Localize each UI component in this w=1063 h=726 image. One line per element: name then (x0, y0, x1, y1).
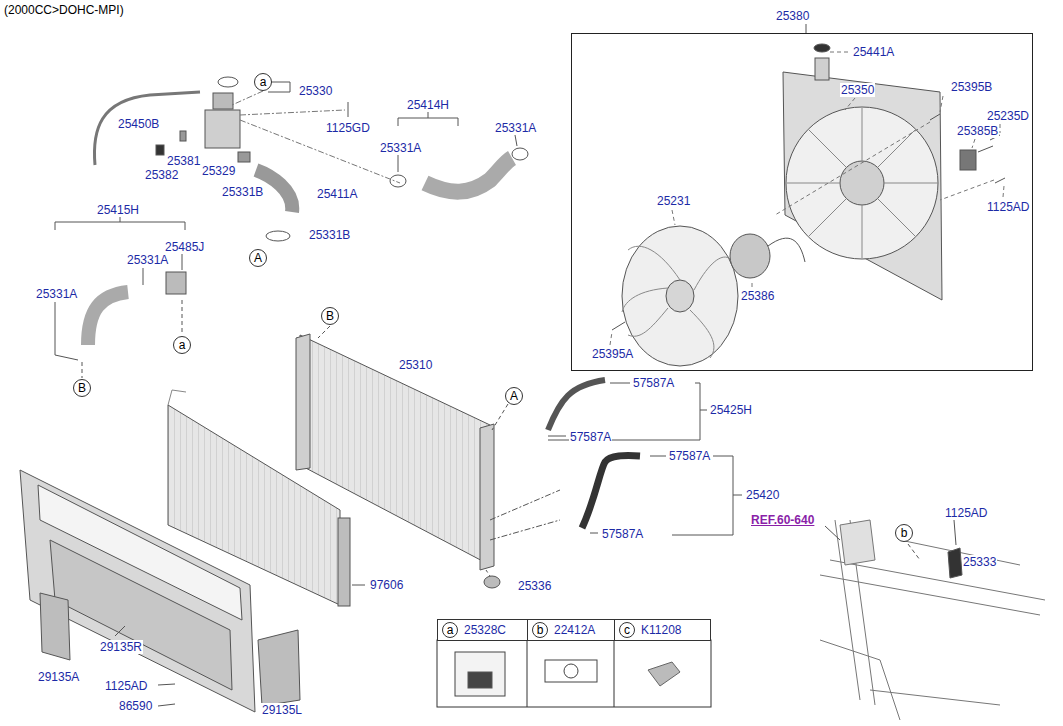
reference-letter: a (447, 624, 454, 636)
part-number: 25330 (298, 84, 333, 98)
part-number: 1125GD (325, 121, 371, 135)
table-cell: 25328C a (437, 619, 528, 641)
part-number: 25329 (201, 164, 236, 178)
part-number: 57587A (569, 430, 612, 444)
part-number: 25380 (775, 9, 810, 23)
part-number: 25331B (308, 228, 351, 242)
part-number: 25395B (950, 80, 993, 94)
part-number: 1125AD (986, 200, 1030, 214)
part-number: 25386 (740, 289, 775, 303)
part-number: 25385B (956, 124, 999, 138)
reference-circle: A (505, 387, 523, 405)
part-number: K11208 (641, 623, 681, 637)
part-number: 25333 (962, 555, 997, 569)
reference-circle: a (173, 336, 191, 354)
part-number: 25425H (709, 403, 753, 417)
part-number: 25331A (35, 287, 78, 301)
part-number: 25310 (398, 358, 433, 372)
part-number: 25331B (221, 185, 264, 199)
table-cell: K11208 c (614, 619, 711, 641)
part-number: 22412A (554, 623, 595, 637)
part-number: 1125AD (944, 506, 988, 520)
reference-link: REF.60-640 (750, 513, 815, 527)
part-number: 25331A (379, 141, 422, 155)
part-number: 25231 (656, 194, 691, 208)
part-number: 57587A (632, 376, 675, 390)
reference-circle: b (895, 524, 913, 542)
reference-letter: c (624, 624, 630, 636)
part-number: 25450B (117, 117, 160, 131)
part-number: 25420 (745, 488, 780, 502)
part-number: 57587A (601, 527, 644, 541)
reference-letter: A (510, 390, 518, 402)
part-number: 29135R (99, 640, 143, 654)
reference-letter: a (179, 339, 186, 351)
reference-circle: c (619, 622, 635, 638)
part-number: 25336 (517, 579, 552, 593)
part-number: 25395A (591, 347, 634, 361)
part-number: 97606 (369, 578, 404, 592)
part-number: 25235D (986, 109, 1030, 123)
reference-letter: b (537, 624, 544, 636)
diagram-title: (2000CC>DOHC-MPI) (4, 3, 124, 17)
reference-letter: B (326, 310, 334, 322)
part-number: 25441A (852, 45, 895, 59)
reference-circle: B (321, 307, 339, 325)
part-number: 25415H (96, 203, 140, 217)
part-number: 1125AD (104, 679, 148, 693)
part-number: 25485J (164, 240, 205, 254)
reference-letter: b (901, 527, 908, 539)
part-number: 25331A (494, 121, 537, 135)
part-number: 25350 (840, 83, 875, 97)
part-number: 25331A (126, 253, 169, 267)
part-number: 86590 (118, 699, 153, 713)
reference-letter: a (260, 76, 267, 88)
reference-letter: A (254, 252, 262, 264)
reference-circle: b (532, 622, 548, 638)
part-number: 25414H (406, 98, 450, 112)
reference-circle: a (254, 73, 272, 91)
table-cell: 22412A b (527, 619, 615, 641)
reference-letter: B (78, 382, 86, 394)
part-number: 29135L (261, 703, 303, 717)
reference-circle: a (442, 622, 458, 638)
part-number: 25382 (144, 168, 179, 182)
part-number: 29135A (37, 670, 80, 684)
part-number: 25328C (464, 623, 506, 637)
part-number: 25381 (166, 154, 201, 168)
part-number: 25411A (316, 187, 358, 201)
reference-circle: A (249, 249, 267, 267)
part-number: 57587A (668, 449, 711, 463)
reference-circle: B (73, 379, 91, 397)
